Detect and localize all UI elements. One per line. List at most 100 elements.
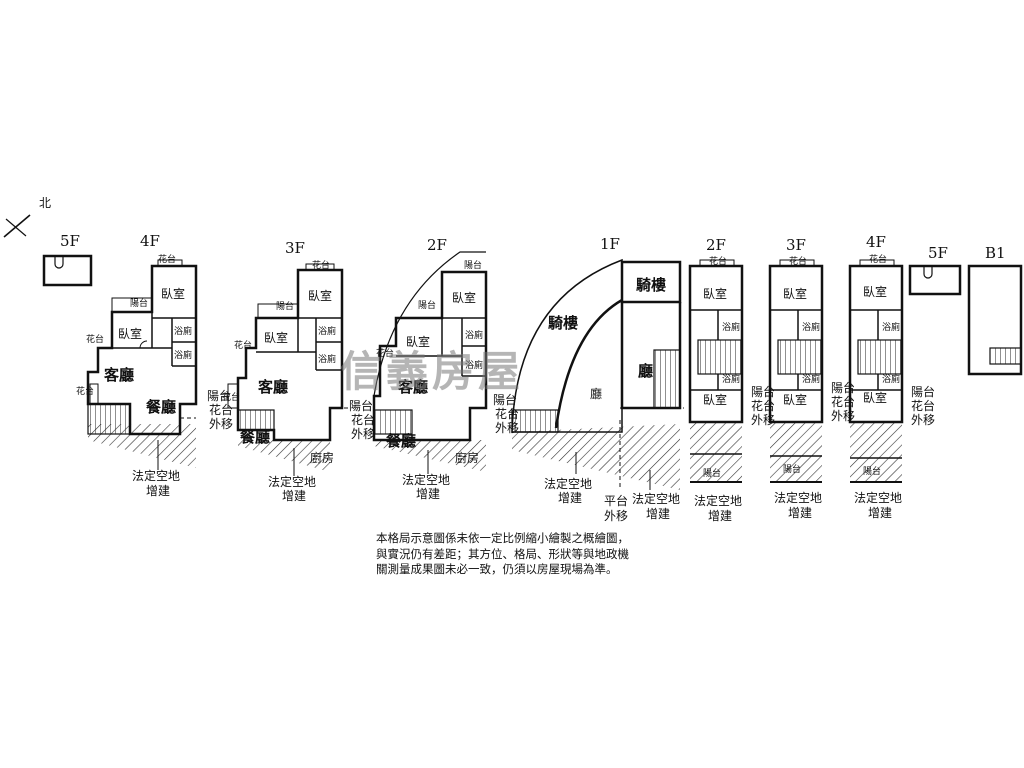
- watermark: 信義房屋: [340, 347, 525, 396]
- plan-5f-outline: [42, 254, 93, 287]
- svg-text:陽台: 陽台: [276, 300, 294, 312]
- svg-text:法定空地: 法定空地: [544, 476, 592, 491]
- floor-label-2f-b: 2F: [706, 236, 726, 254]
- svg-text:平台: 平台: [604, 493, 628, 508]
- svg-text:浴廁: 浴廁: [722, 373, 740, 385]
- svg-text:臥室: 臥室: [118, 326, 142, 341]
- svg-text:花台: 花台: [312, 259, 330, 271]
- svg-text:臥室: 臥室: [703, 392, 727, 407]
- svg-text:陽台: 陽台: [207, 388, 231, 403]
- svg-text:浴廁: 浴廁: [722, 321, 740, 333]
- svg-text:浴廁: 浴廁: [174, 349, 192, 361]
- svg-text:外移: 外移: [604, 509, 628, 523]
- legal-open-space-hatch: [238, 440, 330, 472]
- svg-text:陽台: 陽台: [783, 463, 801, 475]
- svg-text:騎樓: 騎樓: [548, 314, 578, 332]
- plan-5f-b-outline: [908, 264, 962, 296]
- svg-text:花台: 花台: [222, 391, 240, 403]
- svg-text:花台: 花台: [158, 253, 176, 265]
- svg-text:廳: 廳: [638, 362, 653, 380]
- svg-text:臥室: 臥室: [264, 330, 288, 345]
- svg-text:陽台: 陽台: [349, 398, 373, 413]
- unit-1: 5F 4F 花台 臥室 陽台 臥室 浴廁 浴廁 花台 客廳 餐廳 花台 陽台 花…: [42, 232, 233, 498]
- svg-text:花台: 花台: [831, 394, 855, 409]
- unit-6: 3F 花台 臥室 浴廁 浴廁 臥室 陽台 陽台 花台 外移 法定空地 增建: [768, 236, 855, 520]
- svg-text:法定空地: 法定空地: [402, 472, 450, 487]
- floor-label-5f: 5F: [60, 232, 80, 250]
- svg-text:浴廁: 浴廁: [318, 325, 336, 337]
- svg-text:陽台: 陽台: [751, 384, 775, 399]
- legal-open-space-hatch: [770, 422, 822, 482]
- svg-text:花台: 花台: [709, 255, 727, 267]
- svg-text:增建: 增建: [416, 487, 440, 501]
- svg-text:浴廁: 浴廁: [174, 325, 192, 337]
- floor-label-4f: 4F: [140, 232, 160, 250]
- svg-text:浴廁: 浴廁: [802, 373, 820, 385]
- floor-label-1f: 1F: [600, 235, 620, 253]
- svg-text:增建: 增建: [788, 506, 812, 520]
- svg-text:餐廳: 餐廳: [240, 428, 270, 446]
- disclaimer-line-1: 本格局示意圖係未依一定比例縮小繪製之概繪圖，: [376, 531, 629, 545]
- svg-text:廚房: 廚房: [310, 450, 334, 465]
- svg-text:陽台: 陽台: [130, 297, 148, 309]
- floor-label-4f-b: 4F: [866, 233, 886, 251]
- floor-label-2f: 2F: [427, 236, 447, 254]
- svg-text:臥室: 臥室: [452, 290, 476, 305]
- svg-text:增建: 增建: [708, 509, 732, 523]
- legal-open-space-hatch: [850, 422, 902, 482]
- svg-text:花台: 花台: [789, 255, 807, 267]
- legal-open-space-hatch: [512, 424, 680, 490]
- svg-text:騎樓: 騎樓: [636, 276, 666, 294]
- plan-b1-outline: [967, 264, 1023, 376]
- svg-text:廚房: 廚房: [455, 450, 479, 465]
- floor-label-3f-b: 3F: [786, 236, 806, 254]
- svg-text:法定空地: 法定空地: [268, 474, 316, 489]
- svg-text:增建: 增建: [646, 507, 670, 521]
- svg-text:浴廁: 浴廁: [465, 329, 483, 341]
- svg-text:陽台: 陽台: [831, 380, 855, 395]
- disclaimer-line-3: 關測量成果圖未必一致，仍須以房屋現場為準。: [376, 562, 618, 576]
- unit-2: 3F 花台 臥室 陽台 臥室 浴廁 浴廁 花台 客廳 花台 餐廳 廚房 陽台 花…: [222, 239, 375, 503]
- svg-text:臥室: 臥室: [703, 286, 727, 301]
- svg-text:增建: 增建: [146, 484, 170, 498]
- legal-open-space-hatch: [374, 440, 486, 472]
- north-compass: 北: [3, 196, 51, 238]
- legal-open-space-hatch: [690, 422, 742, 482]
- unit-5: 2F 花台 臥室 浴廁 浴廁 臥室 陽台 陽台 花台 外移 法定空地 增建: [688, 236, 775, 523]
- svg-text:陽台: 陽台: [703, 467, 721, 479]
- floor-label-5f-b: 5F: [928, 244, 948, 262]
- svg-text:法定空地: 法定空地: [632, 491, 680, 506]
- disclaimer-note: 本格局示意圖係未依一定比例縮小繪製之概繪圖， 與實況仍有差距；其方位、格局、形狀…: [376, 531, 676, 578]
- svg-text:花台: 花台: [911, 398, 935, 413]
- svg-text:花台: 花台: [86, 333, 104, 345]
- svg-text:陽台: 陽台: [418, 299, 436, 311]
- floor-label-3f: 3F: [285, 239, 305, 257]
- unit-8-9: 5F B1: [908, 244, 1023, 376]
- svg-text:增建: 增建: [282, 489, 306, 503]
- svg-text:花台: 花台: [376, 347, 394, 359]
- svg-text:法定空地: 法定空地: [132, 468, 180, 483]
- svg-text:浴廁: 浴廁: [318, 353, 336, 365]
- svg-text:浴廁: 浴廁: [882, 373, 900, 385]
- svg-text:法定空地: 法定空地: [854, 490, 902, 505]
- svg-text:浴廁: 浴廁: [882, 321, 900, 333]
- north-label: 北: [39, 196, 51, 210]
- svg-text:外移: 外移: [209, 417, 233, 431]
- svg-text:臥室: 臥室: [863, 390, 887, 405]
- svg-text:陽台: 陽台: [863, 465, 881, 477]
- svg-text:花台: 花台: [209, 402, 233, 417]
- svg-text:臥室: 臥室: [161, 286, 185, 301]
- svg-text:廳: 廳: [590, 386, 602, 401]
- svg-text:花台: 花台: [751, 398, 775, 413]
- svg-text:陽台: 陽台: [464, 259, 482, 271]
- svg-text:增建: 增建: [558, 491, 582, 505]
- svg-text:客廳: 客廳: [397, 378, 428, 396]
- svg-text:外移: 外移: [911, 413, 935, 427]
- svg-text:客廳: 客廳: [257, 378, 288, 396]
- disclaimer-line-2: 與實況仍有差距；其方位、格局、形狀等與地政機: [376, 546, 629, 561]
- svg-text:法定空地: 法定空地: [774, 490, 822, 505]
- svg-text:增建: 增建: [868, 506, 892, 520]
- svg-text:臥室: 臥室: [783, 392, 807, 407]
